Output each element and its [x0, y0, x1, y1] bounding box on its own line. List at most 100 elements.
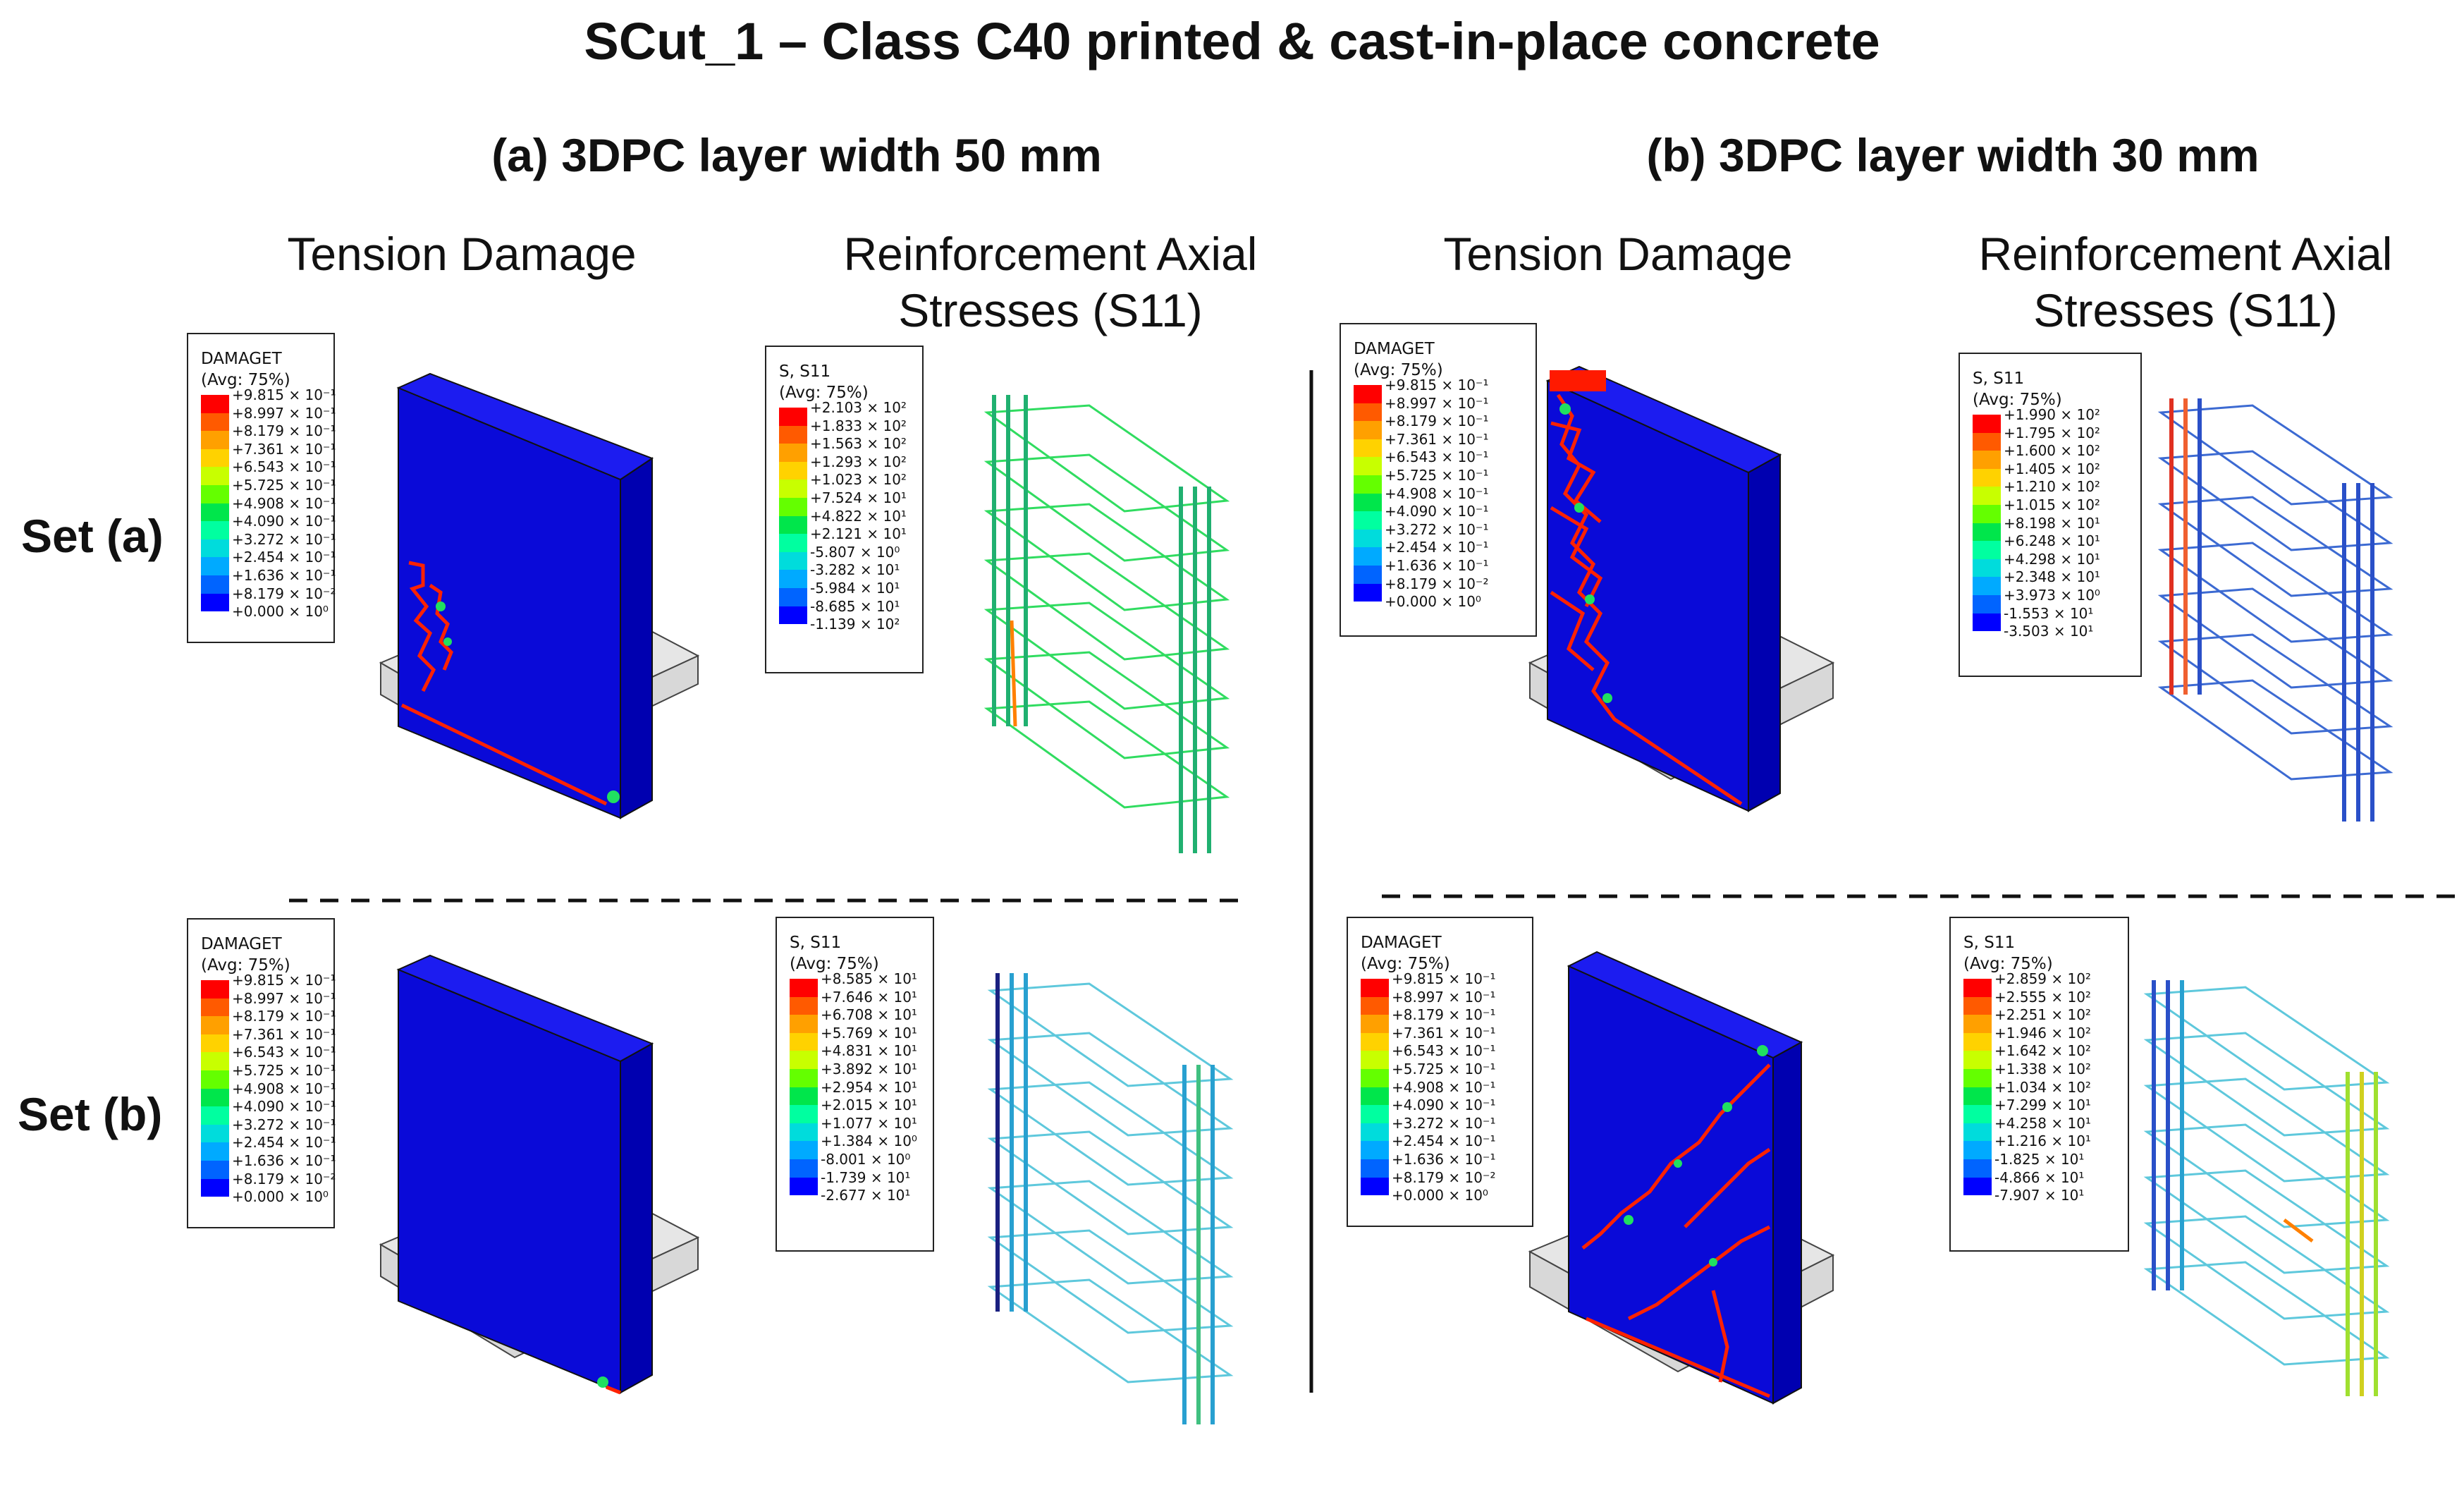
legend-color-swatch — [1973, 541, 2001, 559]
legend-band: +4.298 × 10¹ — [1973, 552, 2128, 578]
legend-color-swatch — [201, 521, 229, 539]
legend-color-swatch — [779, 425, 807, 444]
legend-color-swatch — [1973, 523, 2001, 542]
legend-color-swatch — [790, 1015, 818, 1033]
wall-model-col-a-set-b — [379, 954, 700, 1395]
legend-tick-label: +3.272 × 10⁻¹ — [1392, 1114, 1496, 1132]
legend-color-swatch — [1361, 1068, 1389, 1087]
legend-color-swatch — [1361, 1105, 1389, 1123]
legend-tick-label: +8.997 × 10⁻¹ — [232, 404, 336, 422]
column-b-stress-label-line2: Stresses (S11) — [2033, 284, 2338, 336]
legend-band: +4.908 × 10⁻¹ — [201, 1082, 336, 1107]
legend-tick-label: +8.198 × 10¹ — [2004, 514, 2100, 532]
legend-tick-label: +8.997 × 10⁻¹ — [232, 989, 336, 1007]
legend-tick-label: +8.179 × 10⁻² — [1385, 575, 1489, 592]
legend-band: +1.833 × 10² — [779, 419, 909, 444]
legend-tick-label: -1.825 × 10¹ — [1994, 1150, 2085, 1168]
wall-side-face — [1748, 453, 1781, 812]
legend-color-swatch — [201, 1070, 229, 1089]
legend-band: +4.908 × 10⁻¹ — [1354, 487, 1523, 512]
legend-tick-label: +5.769 × 10¹ — [821, 1024, 917, 1042]
legend-tick-label: +9.815 × 10⁻¹ — [232, 386, 336, 403]
legend-tick-label: +1.990 × 10² — [2004, 406, 2100, 423]
legend-band: +9.815 × 10⁻¹ — [1354, 378, 1523, 403]
legend-tick-label: +8.179 × 10⁻¹ — [232, 422, 336, 440]
legend-title: DAMAGET — [1354, 340, 1435, 358]
legend-band: +5.725 × 10⁻¹ — [201, 478, 336, 503]
rebar-longitudinal — [992, 395, 1211, 853]
legend-band: +2.555 × 10² — [1963, 990, 2115, 1015]
legend-tick-label: +4.908 × 10⁻¹ — [1385, 484, 1489, 502]
wall-model-col-b-set-a — [1528, 365, 1835, 812]
legend-tick-label: -1.553 × 10¹ — [2004, 604, 2094, 622]
legend-color-swatch — [1361, 1051, 1389, 1069]
legend-tick-label: +8.179 × 10⁻¹ — [232, 1008, 336, 1025]
legend-color-swatch — [201, 448, 229, 468]
legend-band: +1.642 × 10² — [1963, 1044, 2115, 1069]
legend-tick-label: +1.210 × 10² — [2004, 478, 2100, 496]
legend-color-swatch — [1361, 1123, 1389, 1142]
column-a-stress-label-line2: Stresses (S11) — [898, 284, 1203, 336]
legend-band: +4.090 × 10⁻¹ — [1354, 504, 1523, 530]
legend-color-swatch — [779, 461, 807, 480]
legend-color-swatch — [1354, 421, 1382, 439]
legend-tick-label: -4.866 × 10¹ — [1994, 1168, 2085, 1186]
legend-scale: +9.815 × 10⁻¹ +8.997 × 10⁻¹+8.179 × 10⁻¹ +… — [1361, 972, 1519, 1202]
legend-band: +4.090 × 10⁻¹ — [201, 1099, 336, 1125]
legend-band: +8.179 × 10⁻¹ — [1361, 1008, 1519, 1033]
horizontal-divider-b — [1382, 894, 2460, 898]
legend-color-swatch — [1361, 996, 1389, 1015]
legend-color-swatch — [779, 587, 807, 606]
legend-band: +8.179 × 10⁻²+0.000 × 10⁰ — [201, 1172, 336, 1204]
legend-band: +2.121 × 10¹ — [779, 527, 909, 552]
legend-band: +7.646 × 10¹ — [790, 990, 920, 1015]
legend-tick-label: +1.636 × 10⁻¹ — [232, 1152, 336, 1169]
legend-tick-label: +6.543 × 10⁻¹ — [1392, 1042, 1496, 1060]
legend-color-swatch — [201, 557, 229, 575]
legend-tick-label: +4.090 × 10⁻¹ — [1385, 503, 1489, 520]
legend-color-swatch — [1354, 439, 1382, 458]
legend-band: +2.015 × 10¹ — [790, 1098, 920, 1123]
legend-damage-col-b-set-b: DAMAGET (Avg: 75%) +9.815 × 10⁻¹+8.997 ×… — [1347, 917, 1533, 1227]
legend-color-swatch — [790, 1068, 818, 1087]
legend-band: +4.090 × 10⁻¹ — [1361, 1098, 1519, 1123]
legend-tick-label: +8.179 × 10⁻¹ — [1385, 413, 1489, 430]
legend-scale: +8.585 × 10¹+7.646 × 10¹+6.708 × 10¹+5.7… — [790, 972, 920, 1202]
column-b-heading: (b) 3DPC layer width 30 mm — [1646, 129, 2260, 181]
legend-band: +8.179 × 10⁻¹ — [201, 1009, 336, 1034]
rebar-cage-col-b-set-b — [2143, 980, 2390, 1396]
legend-band: +6.708 × 10¹ — [790, 1008, 920, 1033]
legend-band: -8.001 × 10⁰ — [790, 1152, 920, 1178]
legend-color-swatch — [779, 606, 807, 625]
legend-color-swatch — [1963, 996, 1992, 1015]
legend-tick-label: +9.815 × 10⁻¹ — [232, 972, 336, 989]
legend-band: +1.636 × 10⁻¹ — [1361, 1152, 1519, 1178]
legend-band: +1.210 × 10² — [1973, 480, 2128, 505]
legend-tick-label: -8.001 × 10⁰ — [821, 1150, 911, 1168]
wall-model-col-b-set-b — [1528, 951, 1835, 1405]
legend-band: +8.179 × 10⁻²+0.000 × 10⁰ — [1361, 1171, 1519, 1202]
rebar-cage-col-a-set-a — [983, 395, 1230, 853]
legend-color-swatch — [1361, 1032, 1389, 1051]
figure-title: SCut_1 – Class C40 printed & cast-in-pla… — [584, 12, 1880, 71]
legend-subtitle: (Avg: 75%) — [779, 384, 869, 402]
legend-tick-label: +8.179 × 10⁻¹ — [1392, 1006, 1496, 1024]
legend-tick-label: +2.555 × 10² — [1994, 988, 2091, 1006]
legend-band: +8.997 × 10⁻¹ — [1361, 990, 1519, 1015]
legend-tick-label: +7.361 × 10⁻¹ — [232, 440, 336, 458]
legend-tick-label: +9.815 × 10⁻¹ — [1392, 970, 1496, 987]
legend-color-swatch — [1354, 475, 1382, 494]
legend-color-swatch — [790, 1123, 818, 1142]
legend-color-swatch — [1963, 1105, 1992, 1123]
legend-tick-label: +6.248 × 10¹ — [2004, 532, 2100, 550]
legend-subtitle: (Avg: 75%) — [201, 956, 290, 975]
legend-color-swatch — [790, 979, 818, 997]
legend-tick-label: +1.015 × 10² — [2004, 496, 2100, 513]
wall-top-face — [396, 954, 654, 1063]
legend-band: +7.361 × 10⁻¹ — [201, 1027, 336, 1053]
legend-tick-label: +1.293 × 10² — [810, 453, 907, 470]
legend-tick-label: +2.454 × 10⁻¹ — [232, 549, 336, 566]
legend-band: +4.090 × 10⁻¹ — [201, 514, 336, 539]
legend-tick-label: -7.907 × 10¹ — [1994, 1187, 2085, 1204]
legend-tick-label: +4.908 × 10⁻¹ — [232, 494, 336, 512]
